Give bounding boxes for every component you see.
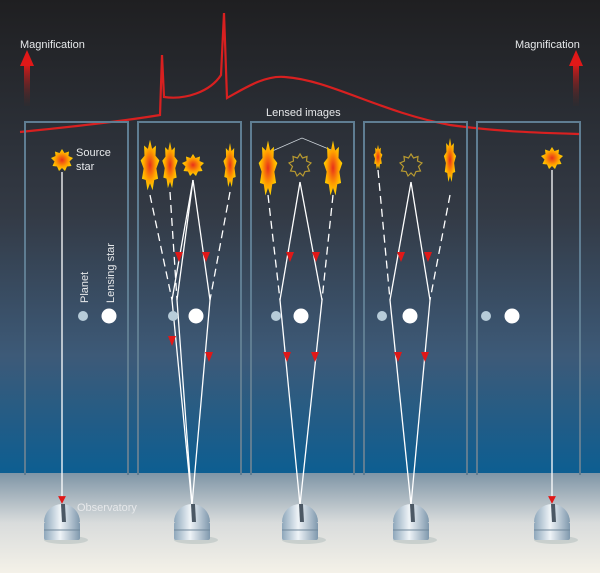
magnification-label-left: Magnification	[20, 39, 85, 51]
magnification-arrow-left	[24, 64, 30, 106]
magnification-label-right: Magnification	[515, 39, 580, 51]
observatory-label: Observatory	[77, 502, 137, 514]
panel-2	[137, 121, 242, 475]
lensing-star-icon	[293, 308, 309, 324]
arrow-up-icon	[569, 50, 583, 66]
lensed-images-pointer	[269, 137, 337, 153]
lensing-star-icon	[402, 308, 418, 324]
panel-4	[363, 121, 468, 475]
lensing-star-label: Lensing star	[105, 243, 117, 303]
magnification-arrow-right	[573, 64, 579, 106]
planet-icon	[168, 311, 178, 321]
lensed-images-label: Lensed images	[266, 107, 341, 119]
light-rays	[58, 169, 556, 506]
planet-icon	[78, 311, 88, 321]
arrow-up-icon	[20, 50, 34, 66]
planet-icon	[271, 311, 281, 321]
source-star-label-line1: Source	[76, 147, 111, 159]
source-star-label-line2: star	[76, 161, 95, 173]
lensing-star-icon	[101, 308, 117, 324]
panel-5	[476, 121, 581, 475]
planets-and-lenses	[78, 308, 520, 324]
sky-background	[0, 0, 600, 475]
lensing-star-icon	[504, 308, 520, 324]
lensing-star-icon	[188, 308, 204, 324]
panels	[24, 121, 581, 475]
ray-arrows	[168, 252, 432, 362]
panel-1	[24, 121, 129, 475]
planet-icon	[377, 311, 387, 321]
panel-3	[250, 121, 355, 475]
planet-label: Planet	[79, 272, 91, 303]
planet-icon	[481, 311, 491, 321]
